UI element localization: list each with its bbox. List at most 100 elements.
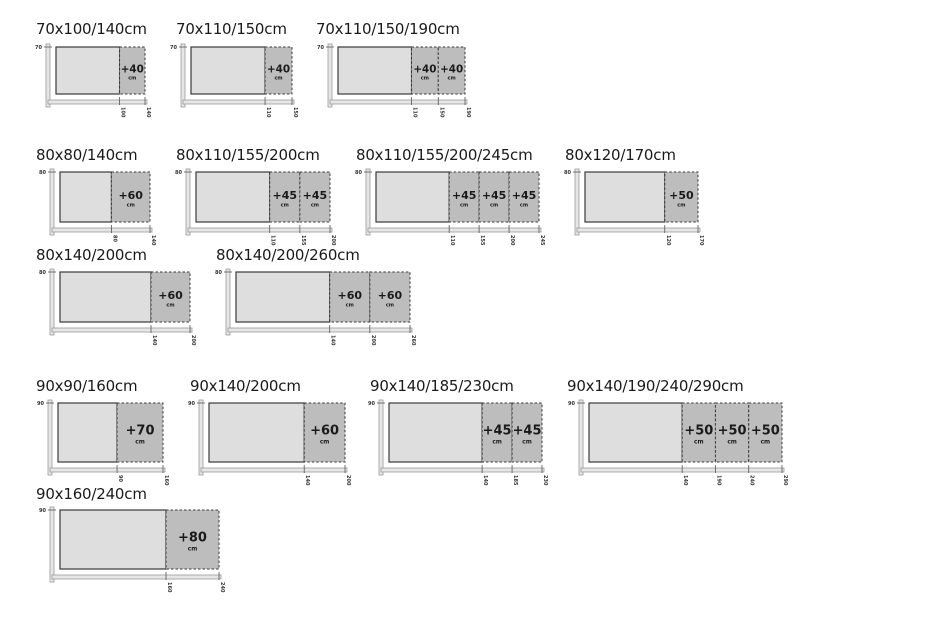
- extension-leaf-label: +70: [126, 424, 155, 439]
- extension-leaf-label: +50: [751, 424, 780, 439]
- length-ruler: [47, 99, 148, 105]
- width-ruler: [225, 268, 231, 336]
- length-tick-label: 110: [270, 235, 276, 246]
- extension-leaf-unit: cm: [127, 203, 135, 209]
- width-ruler: [180, 43, 186, 108]
- table-size-label: 90x90/160cm: [36, 377, 138, 395]
- extension-leaf-unit: cm: [311, 203, 319, 209]
- extension-leaf-label: +60: [310, 424, 339, 439]
- length-tick-label: 140: [145, 107, 151, 118]
- extension-leaf-label: +60: [378, 289, 403, 302]
- length-tick-label: 170: [698, 235, 704, 246]
- extension-leaf-label: +40: [121, 64, 144, 76]
- base-table-top: [59, 509, 167, 570]
- length-tick-label: 260: [410, 335, 416, 346]
- base-table-top: [195, 171, 271, 223]
- width-ruler: [378, 399, 384, 476]
- base-table-top: [57, 402, 118, 463]
- extension-leaf-unit: cm: [522, 440, 532, 446]
- table-size-label: 90x160/240cm: [36, 485, 147, 503]
- width-ruler: [49, 168, 55, 236]
- extension-leaf-label: +40: [440, 64, 463, 76]
- extension-leaf: [411, 46, 439, 95]
- width-ruler: [49, 268, 55, 336]
- extension-leaf: [714, 402, 750, 463]
- length-tick-label: 190: [465, 107, 471, 118]
- extension-leaf: [437, 46, 466, 95]
- extension-leaf: [448, 171, 480, 223]
- extension-leaf-label: +50: [684, 424, 713, 439]
- length-ruler: [51, 227, 153, 233]
- length-ruler: [49, 467, 166, 473]
- width-ruler: [45, 43, 51, 108]
- length-tick-label: 240: [749, 475, 755, 486]
- width-tick-label: 80: [215, 270, 222, 276]
- table-size-label: 70x100/140cm: [36, 20, 147, 38]
- width-ruler: [574, 168, 580, 236]
- width-tick-label: 70: [35, 45, 42, 51]
- base-table-top: [59, 271, 152, 323]
- base-table-top: [337, 46, 413, 95]
- length-tick-label: 150: [292, 107, 298, 118]
- width-ruler: [185, 168, 191, 236]
- base-table-top: [190, 46, 266, 95]
- extension-leaf-unit: cm: [386, 303, 394, 309]
- length-tick-label: 110: [449, 235, 455, 246]
- width-tick-label: 90: [188, 401, 195, 407]
- base-table-top: [59, 171, 113, 223]
- length-tick-label: 120: [665, 235, 671, 246]
- extension-leaf-unit: cm: [492, 440, 502, 446]
- extension-leaf-unit: cm: [135, 440, 145, 446]
- extension-leaf-label: +80: [178, 531, 207, 546]
- extension-leaf: [681, 402, 716, 463]
- extension-leaf-label: +45: [273, 189, 298, 202]
- extension-leaf-unit: cm: [281, 203, 289, 209]
- width-tick-label: 90: [37, 401, 44, 407]
- length-ruler: [227, 327, 413, 333]
- width-tick-label: 90: [39, 508, 46, 514]
- width-tick-label: 90: [368, 401, 375, 407]
- length-tick-label: 155: [479, 235, 485, 246]
- length-ruler: [329, 99, 468, 105]
- table-size-label: 90x140/185/230cm: [370, 377, 514, 395]
- extension-leaf-unit: cm: [677, 203, 685, 209]
- extension-leaf-unit: cm: [274, 76, 282, 82]
- length-tick-label: 160: [166, 582, 172, 593]
- length-tick-label: 200: [370, 335, 376, 346]
- extension-leaf: [303, 402, 346, 463]
- table-size-label: 90x140/200cm: [190, 377, 301, 395]
- extension-leaf-unit: cm: [460, 203, 468, 209]
- extension-leaf-label: +45: [482, 189, 507, 202]
- extension-leaf-unit: cm: [694, 440, 704, 446]
- table-size-label: 80x140/200cm: [36, 246, 147, 264]
- length-ruler: [187, 227, 333, 233]
- length-tick-label: 150: [438, 107, 444, 118]
- length-ruler: [576, 227, 701, 233]
- width-tick-label: 80: [39, 270, 46, 276]
- extension-leaf-unit: cm: [761, 440, 771, 446]
- extension-leaf: [165, 509, 220, 570]
- extension-leaf-unit: cm: [128, 76, 136, 82]
- table-size-label: 80x140/200/260cm: [216, 246, 360, 264]
- width-tick-label: 70: [170, 45, 177, 51]
- width-ruler: [49, 506, 55, 583]
- extension-leaf: [369, 271, 411, 323]
- width-ruler: [327, 43, 333, 108]
- extension-leaf-label: +60: [118, 189, 143, 202]
- extension-leaf-label: +40: [413, 64, 436, 76]
- width-tick-label: 80: [175, 170, 182, 176]
- length-tick-label: 110: [412, 107, 418, 118]
- length-tick-label: 230: [542, 475, 548, 486]
- length-ruler: [380, 467, 545, 473]
- width-tick-label: 70: [317, 45, 324, 51]
- width-ruler: [47, 399, 53, 476]
- extension-leaf-label: +40: [267, 64, 290, 76]
